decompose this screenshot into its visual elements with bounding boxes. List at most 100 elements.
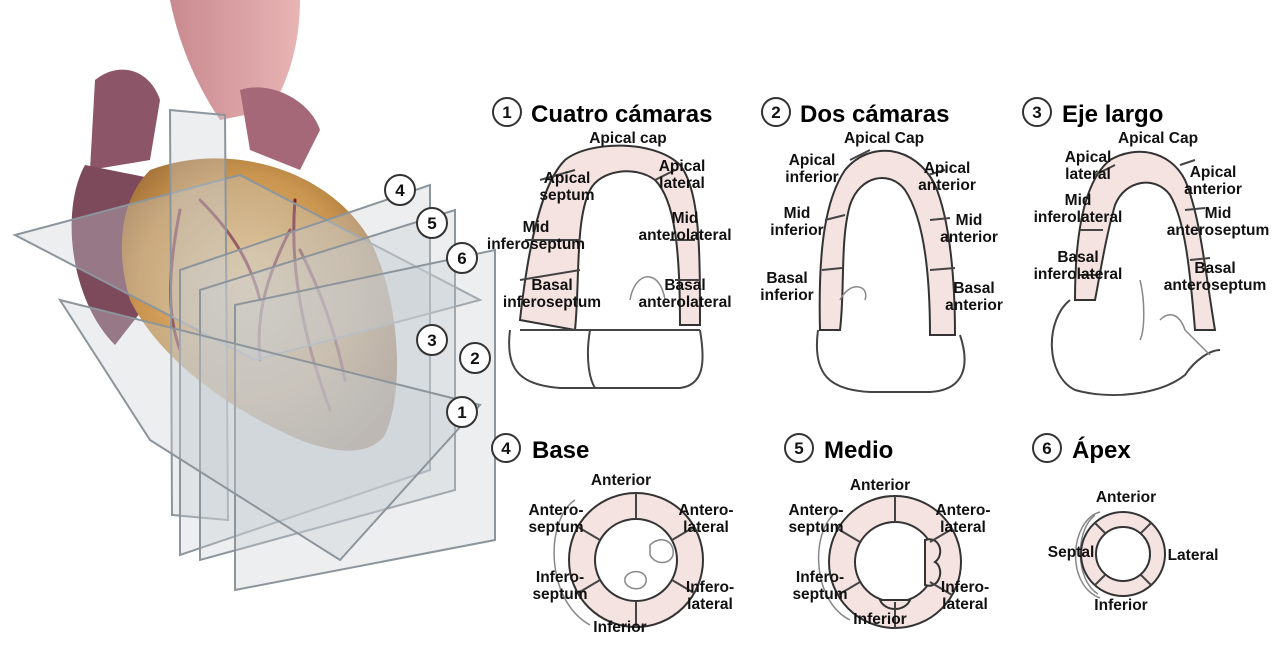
svg-text:lateral: lateral — [940, 519, 986, 536]
svg-text:Basal: Basal — [1194, 260, 1235, 277]
view-number-badge — [1032, 433, 1062, 463]
view-number: 1 — [502, 103, 511, 122]
svg-text:inferolateral: inferolateral — [1034, 209, 1123, 226]
view-outline — [815, 149, 966, 393]
svg-text:Infero-: Infero- — [796, 569, 844, 586]
svg-text:Basal: Basal — [953, 280, 994, 297]
svg-text:Infero-: Infero- — [536, 569, 584, 586]
svg-text:anterior: anterior — [918, 177, 976, 194]
heart-illustration: 4 5 6 3 2 1 — [12, 0, 496, 592]
view-number: 3 — [1032, 103, 1041, 122]
svg-text:2: 2 — [470, 349, 479, 368]
svg-text:lateral: lateral — [942, 596, 988, 613]
great-vessels — [90, 0, 320, 170]
plane-badge-3: 3 — [416, 324, 448, 356]
svg-text:anteroseptum: anteroseptum — [1164, 277, 1267, 294]
svg-text:Mid: Mid — [523, 219, 550, 236]
svg-text:Anterior: Anterior — [850, 477, 910, 494]
svg-text:4: 4 — [395, 181, 405, 200]
svg-text:anterior: anterior — [1184, 181, 1242, 198]
view-number: 5 — [794, 439, 803, 458]
svg-text:Basal: Basal — [1057, 249, 1098, 266]
svg-text:Apical: Apical — [1065, 149, 1112, 166]
segment-labels: Apical cap Apical septum Apical lateral … — [487, 130, 732, 311]
svg-text:septum: septum — [792, 586, 847, 603]
svg-text:1: 1 — [457, 403, 466, 422]
svg-text:septum: septum — [528, 519, 583, 536]
view-two-chamber: 2 Dos cámaras Apical Cap Apical inferior… — [760, 97, 1003, 393]
view-number-badge — [784, 433, 814, 463]
svg-text:anterior: anterior — [945, 297, 1003, 314]
view-long-axis: 3 Eje largo Apical Cap Apical lateral Ap… — [1022, 97, 1270, 396]
plane-badge-6: 6 — [446, 242, 478, 274]
plane-badge-2: 2 — [459, 342, 491, 374]
plane-badge-1: 1 — [446, 396, 478, 428]
svg-text:5: 5 — [427, 214, 436, 233]
svg-text:Lateral: Lateral — [1168, 547, 1219, 564]
svg-text:lateral: lateral — [683, 519, 729, 536]
view-number-badge — [761, 97, 791, 127]
svg-text:Mid: Mid — [1205, 205, 1232, 222]
view-mid: 5 Medio Anterior Antero- septum Antero- … — [784, 433, 991, 629]
svg-text:Apical: Apical — [789, 152, 836, 169]
svg-text:Mid: Mid — [784, 205, 811, 222]
svg-text:Septal: Septal — [1048, 544, 1095, 561]
svg-text:lateral: lateral — [687, 596, 733, 613]
svg-text:Inferior: Inferior — [853, 611, 906, 628]
svg-text:Basal: Basal — [664, 277, 705, 294]
segment-labels: Apical Cap Apical lateral Apical anterio… — [1034, 130, 1270, 294]
svg-text:Anterior: Anterior — [1096, 489, 1156, 506]
svg-text:Apical cap: Apical cap — [589, 130, 667, 147]
svg-text:Antero-: Antero- — [788, 502, 843, 519]
plane-badge-4: 4 — [384, 174, 416, 206]
svg-text:Apical Cap: Apical Cap — [1118, 130, 1198, 147]
plane-number-badges: 4 5 6 3 2 1 — [384, 174, 491, 428]
svg-text:Basal: Basal — [766, 270, 807, 287]
svg-text:Antero-: Antero- — [678, 502, 733, 519]
coronary-vessels — [169, 198, 347, 412]
view-title: Dos cámaras — [800, 101, 949, 128]
view-number-badge — [1022, 97, 1052, 127]
imaging-planes — [12, 108, 496, 592]
svg-text:Mid: Mid — [672, 210, 699, 227]
svg-text:Apical: Apical — [1190, 164, 1237, 181]
svg-text:anterior: anterior — [940, 229, 998, 246]
svg-text:anteroseptum: anteroseptum — [1167, 222, 1270, 239]
view-title: Base — [532, 437, 589, 464]
svg-text:inferoseptum: inferoseptum — [503, 294, 601, 311]
segment-labels: Anterior Antero- septum Antero- lateral … — [528, 472, 734, 636]
view-outline — [553, 492, 704, 628]
svg-text:Inferior: Inferior — [1094, 597, 1147, 614]
svg-text:3: 3 — [427, 331, 436, 350]
svg-text:Apical Cap: Apical Cap — [844, 130, 924, 147]
svg-text:inferior: inferior — [770, 222, 823, 239]
view-four-chamber: 1 Cuatro cámaras Apical cap Apical septu… — [487, 97, 732, 389]
svg-text:Apical: Apical — [924, 160, 971, 177]
view-title: Medio — [824, 437, 893, 464]
svg-text:6: 6 — [457, 249, 466, 268]
view-number: 4 — [501, 439, 511, 458]
view-outline — [1050, 150, 1221, 396]
view-apex: 6 Ápex Anterior Septal Lateral Inferior — [1032, 433, 1219, 614]
svg-text:lateral: lateral — [1065, 166, 1111, 183]
svg-text:Basal: Basal — [531, 277, 572, 294]
svg-text:septum: septum — [539, 187, 594, 204]
svg-text:inferoseptum: inferoseptum — [487, 236, 585, 253]
segment-labels: Apical Cap Apical inferior Apical anteri… — [760, 130, 1003, 314]
svg-text:septum: septum — [532, 586, 587, 603]
segment-labels: Anterior Antero- septum Antero- lateral … — [788, 477, 990, 628]
heart-ventricles — [121, 158, 397, 451]
svg-text:inferior: inferior — [760, 287, 813, 304]
svg-text:lateral: lateral — [659, 175, 705, 192]
view-title: Eje largo — [1062, 101, 1163, 128]
view-number-badge — [492, 97, 522, 127]
view-outline — [1074, 511, 1166, 599]
svg-text:Antero-: Antero- — [935, 502, 990, 519]
svg-text:Antero-: Antero- — [528, 502, 583, 519]
plane-badge-5: 5 — [416, 207, 448, 239]
svg-text:inferior: inferior — [785, 169, 838, 186]
view-outline — [508, 144, 704, 389]
svg-text:Apical: Apical — [544, 170, 591, 187]
svg-text:septum: septum — [788, 519, 843, 536]
